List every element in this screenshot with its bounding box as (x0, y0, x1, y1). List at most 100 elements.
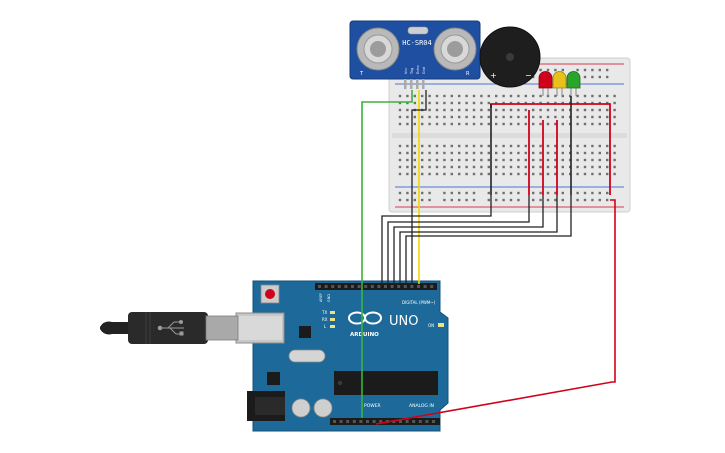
breadboard-hole[interactable] (561, 101, 564, 105)
breadboard-hole[interactable] (532, 115, 535, 119)
breadboard-hole[interactable] (576, 172, 579, 176)
breadboard-hole[interactable] (398, 101, 402, 105)
breadboard-hole[interactable] (546, 68, 550, 72)
breadboard-hole[interactable] (472, 108, 476, 112)
breadboard-hole[interactable] (554, 151, 557, 155)
breadboard-hole[interactable] (450, 172, 453, 176)
breadboard-hole[interactable] (509, 172, 513, 176)
breadboard-hole[interactable] (435, 101, 439, 105)
breadboard-hole[interactable] (472, 165, 476, 169)
breadboard-hole[interactable] (502, 165, 505, 169)
breadboard-hole[interactable] (465, 101, 468, 105)
header-pin[interactable] (417, 285, 420, 288)
breadboard-hole[interactable] (583, 198, 587, 202)
breadboard-hole[interactable] (450, 191, 453, 195)
breadboard-hole[interactable] (576, 165, 579, 169)
breadboard-hole[interactable] (421, 122, 424, 126)
breadboard-hole[interactable] (583, 108, 587, 112)
breadboard-hole[interactable] (480, 151, 483, 155)
breadboard-hole[interactable] (532, 144, 535, 148)
breadboard-hole[interactable] (524, 144, 527, 148)
breadboard-hole[interactable] (450, 101, 453, 105)
breadboard-hole[interactable] (532, 165, 535, 169)
breadboard-hole[interactable] (435, 115, 439, 119)
header-pin[interactable] (397, 285, 401, 288)
breadboard-hole[interactable] (554, 101, 557, 105)
breadboard-hole[interactable] (487, 191, 490, 195)
breadboard-hole[interactable] (583, 94, 587, 98)
header-pin[interactable] (423, 285, 427, 288)
breadboard-hole[interactable] (583, 68, 587, 72)
breadboard-hole[interactable] (517, 198, 520, 202)
breadboard-hole[interactable] (435, 151, 439, 155)
breadboard-hole[interactable] (465, 191, 468, 195)
breadboard-hole[interactable] (487, 151, 490, 155)
breadboard-hole[interactable] (606, 191, 609, 195)
breadboard-hole[interactable] (598, 108, 601, 112)
breadboard-hole[interactable] (583, 144, 587, 148)
breadboard-hole[interactable] (480, 101, 483, 105)
breadboard-hole[interactable] (524, 172, 527, 176)
breadboard-hole[interactable] (472, 94, 476, 98)
breadboard-hole[interactable] (554, 198, 557, 202)
ultrasonic-sensor[interactable]: HC-SR04 T R Vcc Trig Echo Gnd (349, 20, 481, 89)
breadboard-hole[interactable] (421, 158, 424, 162)
header-pin[interactable] (339, 420, 343, 423)
breadboard-hole[interactable] (480, 115, 483, 119)
breadboard-hole[interactable] (421, 115, 424, 119)
breadboard-hole[interactable] (561, 144, 564, 148)
breadboard-hole[interactable] (435, 172, 439, 176)
breadboard-hole[interactable] (450, 115, 453, 119)
usb-cable[interactable] (100, 312, 239, 344)
breadboard-hole[interactable] (458, 144, 461, 148)
breadboard-hole[interactable] (583, 165, 587, 169)
breadboard-hole[interactable] (443, 191, 446, 195)
breadboard-hole[interactable] (517, 108, 520, 112)
breadboard-hole[interactable] (413, 94, 416, 98)
breadboard-hole[interactable] (443, 108, 446, 112)
breadboard-hole[interactable] (606, 75, 609, 79)
breadboard-hole[interactable] (606, 101, 609, 105)
breadboard-hole[interactable] (398, 115, 402, 119)
breadboard-hole[interactable] (450, 198, 453, 202)
breadboard-hole[interactable] (561, 191, 564, 195)
header-pin[interactable] (379, 420, 383, 423)
breadboard-hole[interactable] (421, 191, 424, 195)
breadboard[interactable] (388, 57, 631, 213)
breadboard-hole[interactable] (598, 101, 601, 105)
breadboard-hole[interactable] (546, 165, 550, 169)
breadboard-hole[interactable] (398, 172, 402, 176)
breadboard-hole[interactable] (554, 172, 557, 176)
breadboard-hole[interactable] (443, 122, 446, 126)
header-pin[interactable] (318, 285, 321, 288)
breadboard-hole[interactable] (495, 122, 498, 126)
breadboard-hole[interactable] (554, 158, 557, 162)
breadboard-hole[interactable] (502, 191, 505, 195)
breadboard-hole[interactable] (606, 94, 609, 98)
breadboard-hole[interactable] (613, 101, 616, 105)
breadboard-hole[interactable] (406, 101, 409, 105)
breadboard-hole[interactable] (613, 144, 616, 148)
breadboard-hole[interactable] (591, 122, 594, 126)
breadboard-hole[interactable] (398, 108, 402, 112)
breadboard-hole[interactable] (487, 122, 490, 126)
breadboard-hole[interactable] (413, 151, 416, 155)
breadboard-hole[interactable] (517, 122, 520, 126)
breadboard-hole[interactable] (546, 151, 550, 155)
breadboard-hole[interactable] (428, 151, 431, 155)
breadboard-hole[interactable] (576, 115, 579, 119)
sensor-pin[interactable] (422, 79, 425, 89)
breadboard-hole[interactable] (458, 101, 461, 105)
breadboard-hole[interactable] (509, 108, 513, 112)
breadboard-hole[interactable] (561, 198, 564, 202)
breadboard-hole[interactable] (413, 115, 416, 119)
breadboard-hole[interactable] (421, 172, 424, 176)
breadboard-hole[interactable] (443, 198, 446, 202)
breadboard-hole[interactable] (583, 122, 587, 126)
breadboard-hole[interactable] (517, 191, 520, 195)
header-pin[interactable] (410, 285, 414, 288)
breadboard-hole[interactable] (472, 158, 476, 162)
breadboard-hole[interactable] (435, 122, 439, 126)
breadboard-hole[interactable] (517, 165, 520, 169)
breadboard-hole[interactable] (598, 158, 601, 162)
